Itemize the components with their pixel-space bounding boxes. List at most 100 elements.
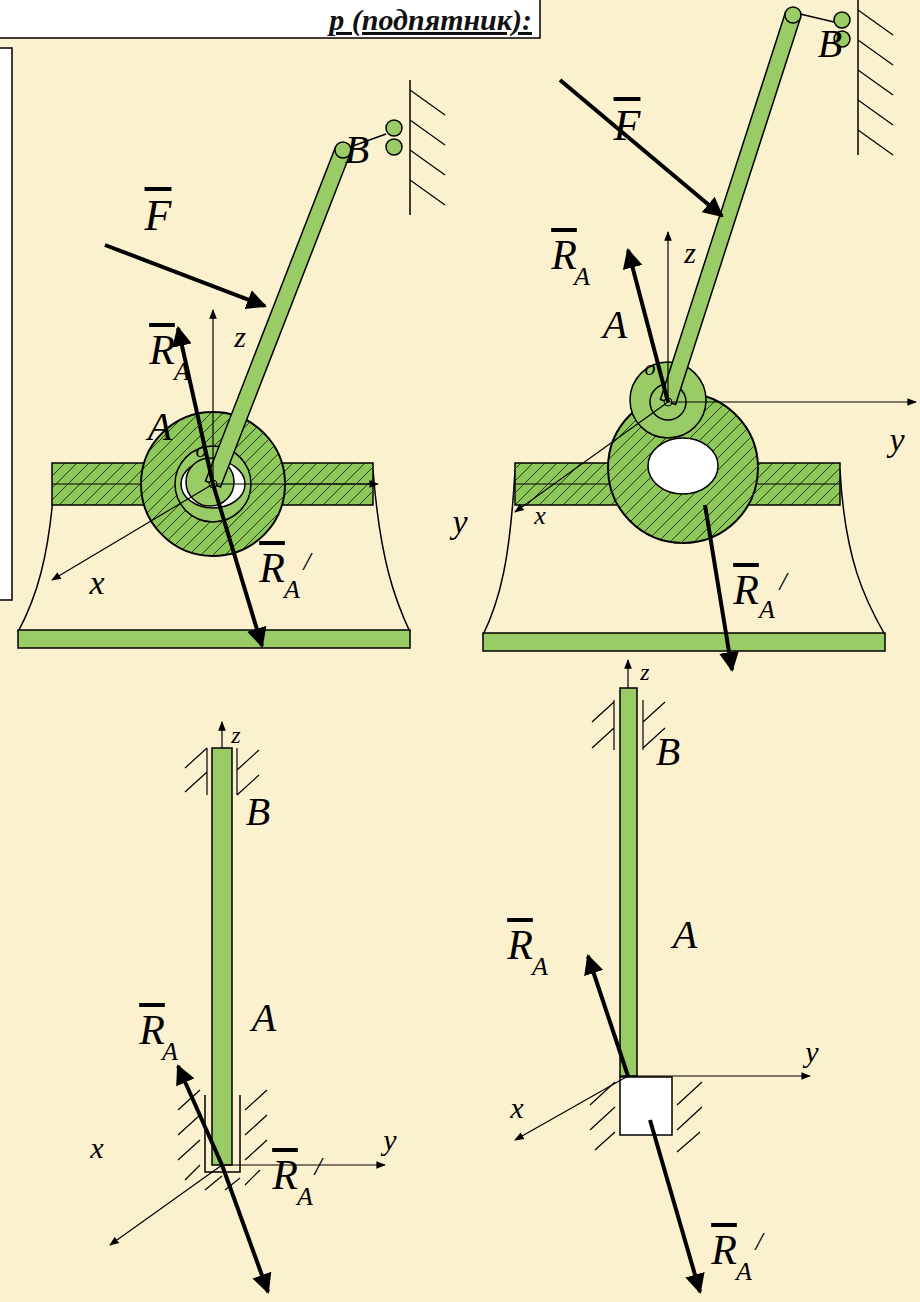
point-letter: A [252, 998, 276, 1038]
force-letter: R [711, 1229, 737, 1271]
bearing-panel-3 [110, 722, 385, 1292]
axis-letter: z [231, 723, 240, 747]
point-letter: A [673, 915, 697, 955]
force-letter: R [272, 1154, 298, 1196]
axis-letter: y [452, 505, 467, 539]
bearing-panel-2-part [668, 401, 916, 402]
bearing-panel-2 [483, 0, 916, 670]
bearing-panel-2-part [840, 470, 885, 635]
origin-letter: o [645, 357, 656, 379]
bearing-panel-2-part [667, 232, 668, 402]
axis-letter: x [89, 566, 104, 600]
bearing-panel-3-part [110, 1165, 222, 1245]
bearing-panel-1-part [410, 90, 445, 205]
axis-letter: y [383, 1125, 396, 1155]
subscript: A [574, 264, 590, 290]
bearing-panel-2-part [705, 505, 732, 670]
bearing-panel-1-part [18, 470, 55, 632]
point-letter: B [345, 130, 369, 170]
bearing-panel-2-part [660, 13, 800, 405]
subscript: A [174, 359, 190, 385]
bearing-panel-1 [18, 80, 445, 648]
bearing-panel-3-part [222, 1164, 385, 1165]
bearing-panel-2-part [800, 14, 834, 22]
bearing-panel-3-part [205, 1095, 240, 1172]
title-frame [0, 0, 540, 600]
axis-letter: z [234, 322, 246, 352]
axis-letter: z [640, 660, 649, 684]
bearing-panel-4-part [588, 956, 628, 1076]
bearing-panel-2-part [560, 80, 722, 216]
axis-letter: x [510, 1093, 523, 1123]
bearing-panel-1-part [373, 470, 410, 632]
point-letter: B [246, 792, 270, 832]
subscript: A [297, 1184, 313, 1210]
bearing-panel-4-part [592, 700, 665, 750]
axis-letter: y [889, 423, 904, 457]
force-letter: R [733, 569, 759, 611]
bearing-panel-4-part [650, 1120, 700, 1292]
bearing-panel-1-part [206, 147, 351, 487]
axis-letter: z [684, 238, 696, 268]
origin-letter: o [196, 439, 207, 461]
bearing-panel-2-part [857, 0, 859, 155]
subscript: A [284, 577, 300, 603]
title-frame-part [0, 0, 540, 38]
point-letter: A [603, 305, 627, 345]
subscript: A [736, 1259, 752, 1285]
bearing-panel-2-part [483, 633, 885, 651]
bearing-panel-1-part [212, 310, 213, 484]
bearing-panel-4-part [620, 688, 637, 1076]
bearing-panel-1-part [386, 139, 402, 155]
bearing-panel-2-part [515, 402, 668, 512]
bearing-panel-3-part [212, 748, 232, 1165]
bearing-panel-2-part [858, 10, 893, 155]
bearing-panel-4-part [515, 1076, 628, 1140]
bearing-panel-4 [515, 660, 810, 1292]
bearing-panel-1-part [18, 630, 410, 648]
bearing-panel-1-part [178, 328, 213, 484]
axis-letter: x [534, 503, 546, 529]
subscript: A [162, 1039, 178, 1065]
force-letter: R [149, 329, 175, 371]
bearing-panel-2-part [785, 7, 801, 23]
prime-mark: / [303, 549, 310, 575]
prime-mark: / [779, 569, 786, 595]
force-letter: F [145, 194, 172, 238]
prime-mark: / [314, 1154, 321, 1180]
bearing-panel-4-part [620, 1077, 672, 1135]
title-frame-part [0, 48, 12, 600]
bearing-panel-1-part [386, 120, 402, 136]
point-letter: B [818, 24, 842, 64]
bearing-panel-1-part [409, 80, 411, 215]
bearing-panel-3-part [178, 1066, 222, 1165]
axis-letter: x [90, 1133, 103, 1163]
bearing-panel-3-part [222, 1165, 268, 1292]
bearing-panel-1-part [213, 483, 378, 484]
bearing-panel-3-part [221, 722, 222, 748]
bearing-panel-1-part [105, 245, 265, 306]
bearing-panel-4-part [627, 660, 628, 688]
subscript: A [532, 954, 548, 980]
bearing-panel-2-part [648, 438, 718, 494]
subscript: A [759, 597, 775, 623]
bearing-panel-4-part [590, 1082, 702, 1152]
force-letter: R [551, 234, 577, 276]
axis-letter: y [805, 1037, 818, 1067]
force-letter: R [139, 1009, 165, 1051]
bearing-panel-1-part [213, 484, 262, 646]
bearing-panel-3-part [185, 748, 259, 795]
bearing-panel-2-part [628, 250, 668, 402]
bearing-panel-4-part [628, 1075, 810, 1076]
bearing-panel-1-part [52, 484, 213, 580]
bearing-panel-3-part [178, 1090, 267, 1190]
force-letter: R [259, 547, 285, 589]
prime-mark: / [755, 1229, 762, 1255]
point-letter: B [656, 732, 680, 772]
force-letter: F [614, 104, 641, 148]
force-letter: R [507, 924, 533, 966]
bearing-panel-2-part [483, 470, 515, 635]
point-letter: A [148, 407, 172, 447]
